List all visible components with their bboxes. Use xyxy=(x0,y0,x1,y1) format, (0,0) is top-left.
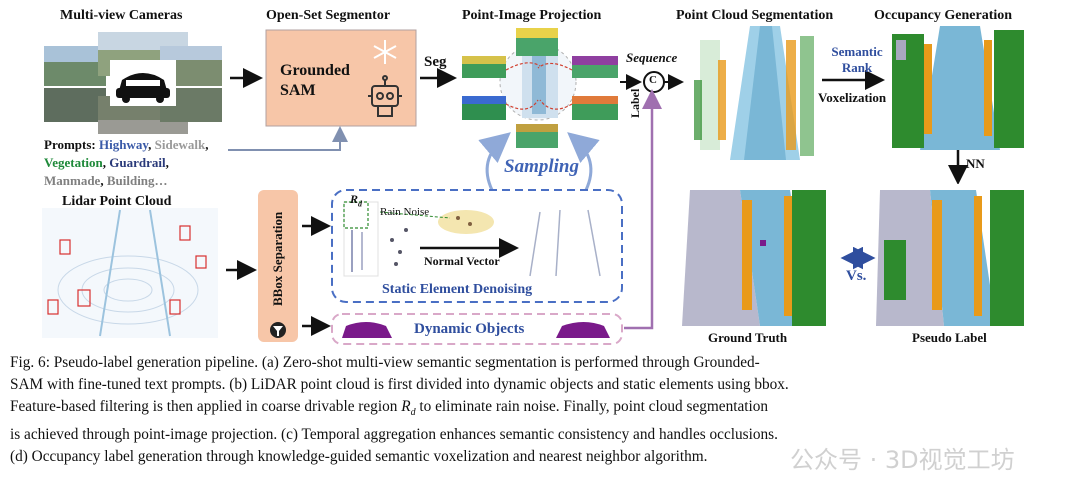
semantic-rank-line1: Semantic xyxy=(831,44,883,59)
multiview-title: Multi-view Cameras xyxy=(60,8,183,23)
caption-line-5: (d) Occupancy label generation through k… xyxy=(10,448,708,466)
pipeline-figure: Multi-view Cameras Prompts: Highway, Sid… xyxy=(42,8,1026,345)
prompt-building: Building… xyxy=(106,173,168,188)
prompt-manmade: Manmade xyxy=(44,173,101,188)
vs-label: Vs. xyxy=(846,268,867,284)
sampling-label: Sampling xyxy=(504,156,579,177)
static-denoise-box xyxy=(331,189,623,303)
seg-label: Seg xyxy=(424,54,447,70)
nn-label: NN xyxy=(966,156,985,171)
pcseg-title: Point Cloud Segmentation xyxy=(676,8,834,23)
occupancy-title: Occupancy Generation xyxy=(874,8,1013,23)
car-icon-right xyxy=(556,322,610,338)
prompts-label: Prompts: xyxy=(44,137,96,152)
segmentor-title: Open-Set Segmentor xyxy=(266,8,391,23)
prompt-guardrail: Guardrail xyxy=(109,155,166,170)
rain-noise-label: Rain Noise xyxy=(380,206,430,218)
prompt-sidewalk: Sidewalk xyxy=(154,137,206,152)
normal-vector-label: Normal Vector xyxy=(424,254,500,268)
caption-line-1: Fig. 6: Pseudo-label generation pipeline… xyxy=(10,354,760,371)
dynamic-objects-box xyxy=(331,313,623,345)
voxelization-label: Voxelization xyxy=(818,90,887,105)
ground-truth-image xyxy=(682,184,828,326)
multiview-camera-images xyxy=(44,32,222,134)
pseudo-label-label: Pseudo Label xyxy=(912,330,987,345)
robot-icon xyxy=(368,75,402,117)
dynamic-objects-title: Dynamic Objects xyxy=(414,321,525,337)
prompts-block: Prompts: Highway, Sidewalk, Vegetation, … xyxy=(44,137,209,188)
projection-cluster xyxy=(462,28,618,148)
lidar-title: Lidar Point Cloud xyxy=(62,194,172,209)
bbox-separation-bar xyxy=(258,190,298,342)
watermark: 公众号 · 3D视觉工坊 xyxy=(790,446,1015,474)
bbox-separation-label: BBox Separation xyxy=(270,211,285,306)
ground-truth-label: Ground Truth xyxy=(708,330,788,345)
occupancy-image xyxy=(886,26,1026,150)
semantic-rank-line2: Rank xyxy=(841,60,873,75)
prompt-highway: Highway xyxy=(99,137,149,152)
filter-icon xyxy=(270,322,286,338)
prompt-vegetation: Vegetation xyxy=(44,155,103,170)
diagram-canvas xyxy=(42,26,1026,345)
segmentor-line1: Grounded xyxy=(280,62,350,79)
figure-caption: Fig. 6: Pseudo-label generation pipeline… xyxy=(10,352,1070,468)
caption-line-2: SAM with fine-tuned text prompts. (b) Li… xyxy=(10,376,789,393)
lidar-image xyxy=(42,208,218,338)
static-denoise-title: Static Element Denoising xyxy=(382,282,533,297)
concat-symbol: C xyxy=(649,74,657,86)
snowflake-icon xyxy=(373,40,397,64)
pcseg-image xyxy=(686,26,816,160)
label-text: Label xyxy=(628,88,642,118)
car-icon-left xyxy=(342,322,392,338)
projection-title: Point-Image Projection xyxy=(462,8,602,23)
sequence-label: Sequence xyxy=(626,50,678,65)
caption-line-4: is achieved through point-image projecti… xyxy=(10,426,778,444)
segmentor-line2: SAM xyxy=(280,82,316,99)
pseudo-label-image xyxy=(876,184,1026,326)
denoise-images xyxy=(343,201,616,280)
rd-label: Rd xyxy=(350,192,363,209)
caption-line-3: Feature-based filtering is then applied … xyxy=(10,398,769,419)
